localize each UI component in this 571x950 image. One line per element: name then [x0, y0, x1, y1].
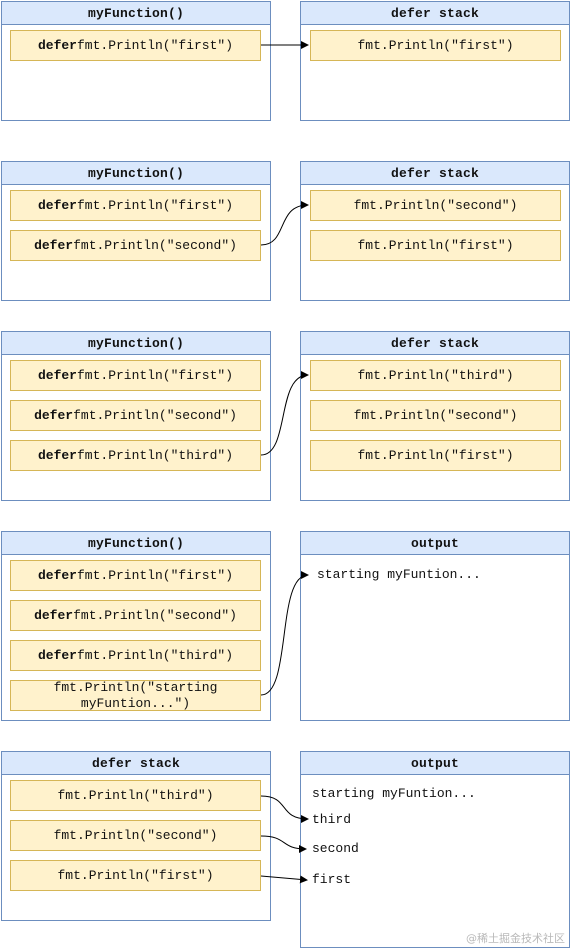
stack-entry: fmt.Println("second") [310, 190, 561, 221]
defer-call: fmt.Println("third") [76, 447, 234, 463]
function-box-title: myFunction() [2, 162, 270, 185]
output-line: first [312, 872, 352, 887]
defer-keyword: defer [34, 407, 74, 423]
defer-stack-title: defer stack [301, 332, 569, 355]
defer-stack-title: defer stack [2, 752, 270, 775]
defer-call: fmt.Println("first") [76, 367, 234, 383]
defer-keyword: defer [37, 367, 77, 383]
defer-keyword: defer [37, 447, 77, 463]
arrow-connector [260, 201, 309, 246]
stack-entry: fmt.Println("first") [310, 30, 561, 61]
arrow-connector [260, 875, 308, 884]
defer-call: fmt.Println("second") [73, 607, 237, 623]
defer-keyword: defer [37, 197, 77, 213]
defer-call: fmt.Println("third") [76, 647, 234, 663]
defer-call: fmt.Println("first") [76, 567, 234, 583]
stack-entry: fmt.Println("second") [10, 820, 261, 851]
function-box-title: myFunction() [2, 532, 270, 555]
defer-keyword: defer [37, 567, 77, 583]
stack-entry: fmt.Println("third") [10, 780, 261, 811]
arrow-connector [260, 371, 309, 456]
output-line: third [312, 812, 352, 827]
stack-entry: fmt.Println("third") [310, 360, 561, 391]
output-line: starting myFuntion... [312, 786, 476, 801]
defer-keyword: defer [37, 647, 77, 663]
function-box-title: myFunction() [2, 332, 270, 355]
stack-entry: fmt.Println("first") [310, 440, 561, 471]
print-statement: fmt.Println("starting myFuntion...") [10, 680, 261, 711]
arrow-connector [260, 795, 309, 823]
defer-call: fmt.Println("second") [73, 237, 237, 253]
stack-entry: fmt.Println("first") [10, 860, 261, 891]
arrow-connector [260, 571, 309, 696]
stack-entry: fmt.Println("second") [310, 400, 561, 431]
defer-keyword: defer [34, 607, 74, 623]
defer-keyword: defer [37, 37, 77, 53]
output-title: output [301, 752, 569, 775]
output-box-2: output [300, 751, 570, 948]
defer-call: fmt.Println("second") [73, 407, 237, 423]
defer-stack-title: defer stack [301, 2, 569, 25]
defer-stack-box-1: defer stack [300, 1, 570, 121]
arrow-connector [260, 835, 307, 853]
function-box-title: myFunction() [2, 2, 270, 25]
defer-call: fmt.Println("first") [76, 197, 234, 213]
defer-call: fmt.Println("first") [76, 37, 234, 53]
function-box-1: myFunction() [1, 1, 271, 121]
stack-entry: fmt.Println("first") [310, 230, 561, 261]
output-line: second [312, 841, 359, 856]
defer-keyword: defer [34, 237, 74, 253]
output-line: starting myFuntion... [317, 567, 481, 582]
output-title: output [301, 532, 569, 555]
output-box-1: output [300, 531, 570, 721]
defer-stack-title: defer stack [301, 162, 569, 185]
watermark: @稀土掘金技术社区 [466, 932, 565, 945]
